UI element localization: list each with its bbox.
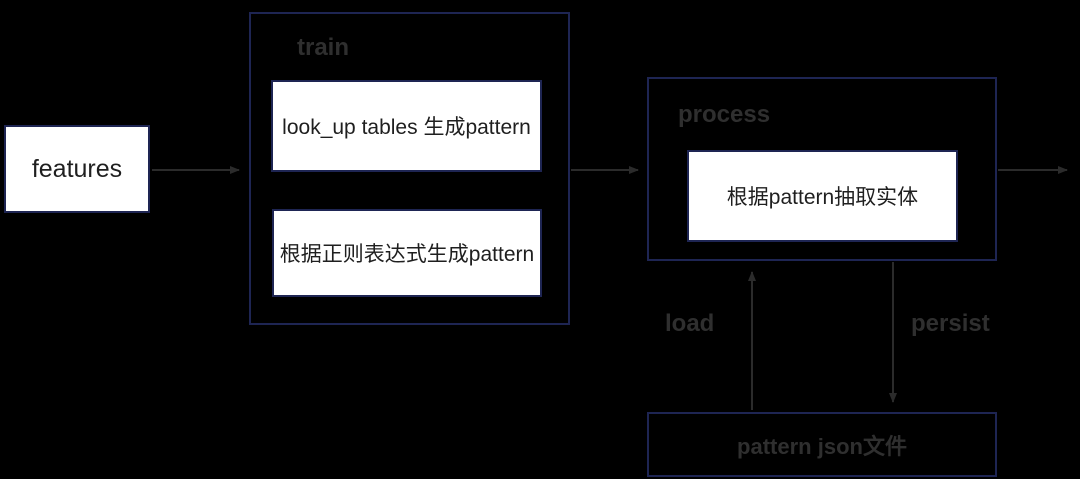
node-features: features [4, 125, 150, 213]
edge-label-load: load [665, 310, 715, 337]
node-pattern-json-file: pattern json文件 [647, 412, 997, 477]
group-train-title: train [297, 34, 350, 61]
node-lookup-tables-pattern-label: look_up tables 生成pattern [282, 116, 531, 139]
group-process-title: process [678, 101, 771, 128]
node-lookup-tables-pattern: look_up tables 生成pattern [271, 80, 542, 172]
node-regex-pattern-label: 根据正则表达式生成pattern [279, 243, 535, 266]
node-extract-entities-label: 根据pattern抽取实体 [726, 186, 919, 209]
node-features-label: features [31, 154, 123, 183]
group-train: train look_up tables 生成pattern 根据正则表达式生成… [249, 12, 570, 325]
group-process: process 根据pattern抽取实体 [647, 77, 997, 261]
node-regex-pattern: 根据正则表达式生成pattern [272, 209, 542, 297]
node-extract-entities: 根据pattern抽取实体 [687, 150, 958, 242]
edge-label-persist: persist [911, 310, 990, 337]
node-pattern-json-file-label: pattern json文件 [737, 433, 907, 459]
